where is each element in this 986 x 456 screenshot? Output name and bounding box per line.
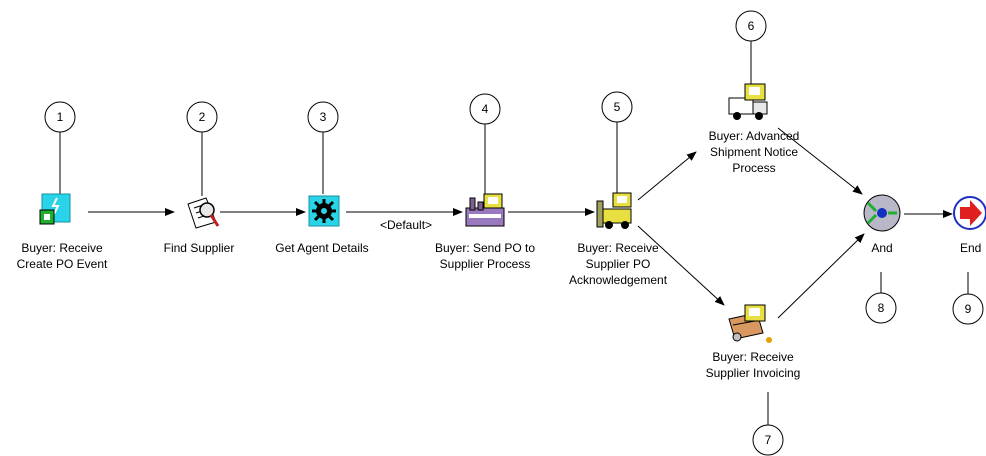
node-2-label: Find Supplier: [164, 241, 235, 255]
svg-text:5: 5: [614, 100, 621, 114]
node-4-label-line1: Buyer: Send PO to: [435, 241, 535, 255]
node-6-label-line1: Buyer: Advanced: [709, 129, 800, 143]
callout-4: 4: [469, 93, 501, 196]
node-6-label-line3: Process: [732, 161, 775, 175]
edges: [88, 127, 953, 319]
callouts: 1 2 3 4 5 6 7: [44, 10, 984, 456]
callout-7: 7: [752, 392, 784, 456]
svg-text:2: 2: [199, 110, 206, 124]
edge-5-to-7: [637, 225, 725, 306]
callout-5: 5: [601, 91, 633, 194]
svg-text:3: 3: [320, 110, 327, 124]
node-1-label-line2: Create PO Event: [17, 257, 108, 271]
node-7-label-line2: Supplier Invoicing: [706, 366, 801, 380]
callout-6: 6: [735, 10, 767, 85]
node-4-label-line2: Supplier Process: [440, 257, 531, 271]
node-9-label: End: [960, 241, 981, 255]
node-1-label-line1: Buyer: Receive: [21, 241, 103, 255]
node-7-label-line1: Buyer: Receive: [712, 350, 794, 364]
function-gear-icon[interactable]: [308, 195, 340, 227]
node-5-label-line2: Supplier PO: [586, 257, 651, 271]
start-event-icon[interactable]: [39, 193, 71, 225]
callout-9: 9: [952, 272, 984, 325]
callout-2: 2: [186, 101, 218, 196]
end-event-icon[interactable]: [953, 196, 986, 230]
node-5-label-line1: Buyer: Receive: [577, 241, 659, 255]
svg-text:6: 6: [748, 19, 755, 33]
node-5-label-line3: Acknowledgement: [569, 273, 668, 287]
invoice-process-icon[interactable]: [728, 304, 772, 343]
callout-8: 8: [865, 272, 897, 324]
svg-text:4: 4: [482, 102, 489, 116]
find-supplier-icon[interactable]: [187, 197, 220, 229]
svg-text:7: 7: [765, 433, 772, 447]
edge-6-to-8: [777, 127, 863, 195]
forklift-process-icon[interactable]: [596, 192, 632, 229]
factory-process-icon[interactable]: [465, 193, 505, 227]
edge-5-to-6: [637, 151, 697, 201]
callout-3: 3: [307, 101, 339, 194]
node-6-label-line2: Shipment Notice: [710, 145, 798, 159]
svg-text:9: 9: [965, 302, 972, 316]
edge-7-to-8: [777, 233, 865, 319]
truck-process-icon[interactable]: [728, 83, 768, 120]
node-3-label: Get Agent Details: [275, 241, 368, 255]
node-labels: Buyer: Receive Create PO Event Find Supp…: [17, 129, 982, 380]
callout-1: 1: [44, 101, 76, 194]
svg-text:1: 1: [57, 110, 64, 124]
edge-default-label: <Default>: [380, 218, 432, 232]
node-8-label: And: [871, 241, 892, 255]
and-gateway-icon[interactable]: [863, 194, 901, 232]
svg-text:8: 8: [878, 301, 885, 315]
